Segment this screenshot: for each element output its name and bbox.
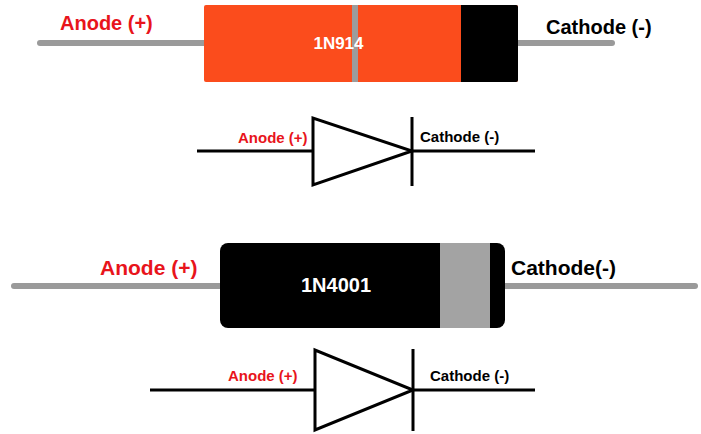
pin-label: Anode (+) bbox=[100, 256, 197, 280]
pin-label: Anode (+) bbox=[238, 129, 308, 146]
diode-symbol bbox=[197, 117, 535, 186]
pin-label: Anode (+) bbox=[60, 12, 153, 35]
cathode-band bbox=[461, 5, 518, 82]
pin-label: Cathode (-) bbox=[430, 367, 509, 384]
cathode-band bbox=[440, 243, 490, 328]
diode-body: 1N4001 bbox=[220, 243, 505, 328]
pin-label: Cathode (-) bbox=[546, 16, 652, 39]
diode-symbol bbox=[150, 349, 535, 431]
pin-label: Anode (+) bbox=[228, 367, 298, 384]
part-number: 1N4001 bbox=[301, 274, 371, 297]
part-number: 1N914 bbox=[313, 34, 363, 54]
text-area: 1N4001 bbox=[220, 243, 452, 328]
pin-label: Cathode(-) bbox=[511, 256, 616, 280]
pin-label: Cathode (-) bbox=[420, 128, 499, 145]
diode-body: 1N914 bbox=[204, 5, 518, 82]
text-area: 1N914 bbox=[204, 5, 473, 82]
